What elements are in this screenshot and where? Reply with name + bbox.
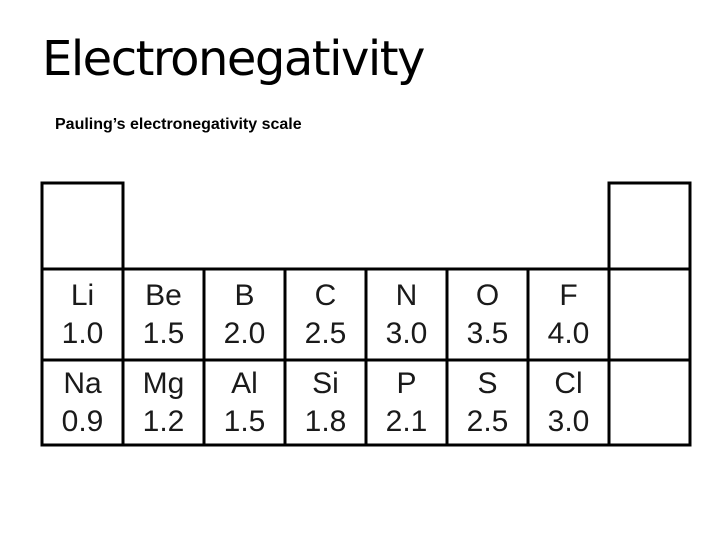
element-cell-b: B 2.0 xyxy=(204,269,285,360)
element-cell-p: P 2.1 xyxy=(366,360,447,445)
element-symbol: P xyxy=(396,366,417,400)
helium-empty-box xyxy=(609,183,690,269)
element-electronegativity: 1.8 xyxy=(304,404,347,438)
element-cell-f: F 4.0 xyxy=(528,269,609,360)
element-electronegativity: 1.5 xyxy=(223,404,266,438)
element-electronegativity: 3.0 xyxy=(547,404,590,438)
element-cell-empty-row1 xyxy=(609,269,690,360)
element-cell-cl: Cl 3.0 xyxy=(528,360,609,445)
element-electronegativity: 2.5 xyxy=(304,316,347,350)
element-symbol: Li xyxy=(70,278,95,312)
element-electronegativity: 1.0 xyxy=(61,316,104,350)
element-symbol: Be xyxy=(145,278,182,312)
element-electronegativity: 2.5 xyxy=(466,404,509,438)
element-symbol: N xyxy=(395,278,418,312)
element-symbol: O xyxy=(475,278,500,312)
element-symbol: B xyxy=(234,278,255,312)
element-cell-n: N 3.0 xyxy=(366,269,447,360)
element-cell-be: Be 1.5 xyxy=(123,269,204,360)
element-cell-na: Na 0.9 xyxy=(42,360,123,445)
element-electronegativity: 0.9 xyxy=(61,404,104,438)
element-electronegativity: 2.0 xyxy=(223,316,266,350)
element-symbol: Al xyxy=(231,366,258,400)
element-symbol: Cl xyxy=(554,366,583,400)
element-cell-al: Al 1.5 xyxy=(204,360,285,445)
element-cell-mg: Mg 1.2 xyxy=(123,360,204,445)
element-electronegativity: 2.1 xyxy=(385,404,428,438)
element-cell-s: S 2.5 xyxy=(447,360,528,445)
element-cell-empty-row2 xyxy=(609,360,690,445)
hydrogen-empty-box xyxy=(42,183,123,269)
element-electronegativity: 1.2 xyxy=(142,404,185,438)
element-symbol: Mg xyxy=(142,366,185,400)
element-symbol: Si xyxy=(312,366,339,400)
element-electronegativity: 4.0 xyxy=(547,316,590,350)
element-cell-c: C 2.5 xyxy=(285,269,366,360)
element-electronegativity: 3.0 xyxy=(385,316,428,350)
element-cell-o: O 3.5 xyxy=(447,269,528,360)
element-symbol: F xyxy=(559,278,578,312)
slide-subtitle: Pauling’s electronegativity scale xyxy=(55,116,302,133)
element-electronegativity: 3.5 xyxy=(466,316,509,350)
element-electronegativity: 1.5 xyxy=(142,316,185,350)
element-cell-si: Si 1.8 xyxy=(285,360,366,445)
element-symbol: S xyxy=(477,366,498,400)
element-symbol: C xyxy=(314,278,337,312)
element-cell-li: Li 1.0 xyxy=(42,269,123,360)
element-symbol: Na xyxy=(63,366,102,400)
page-title: Electronegativity xyxy=(42,31,425,87)
